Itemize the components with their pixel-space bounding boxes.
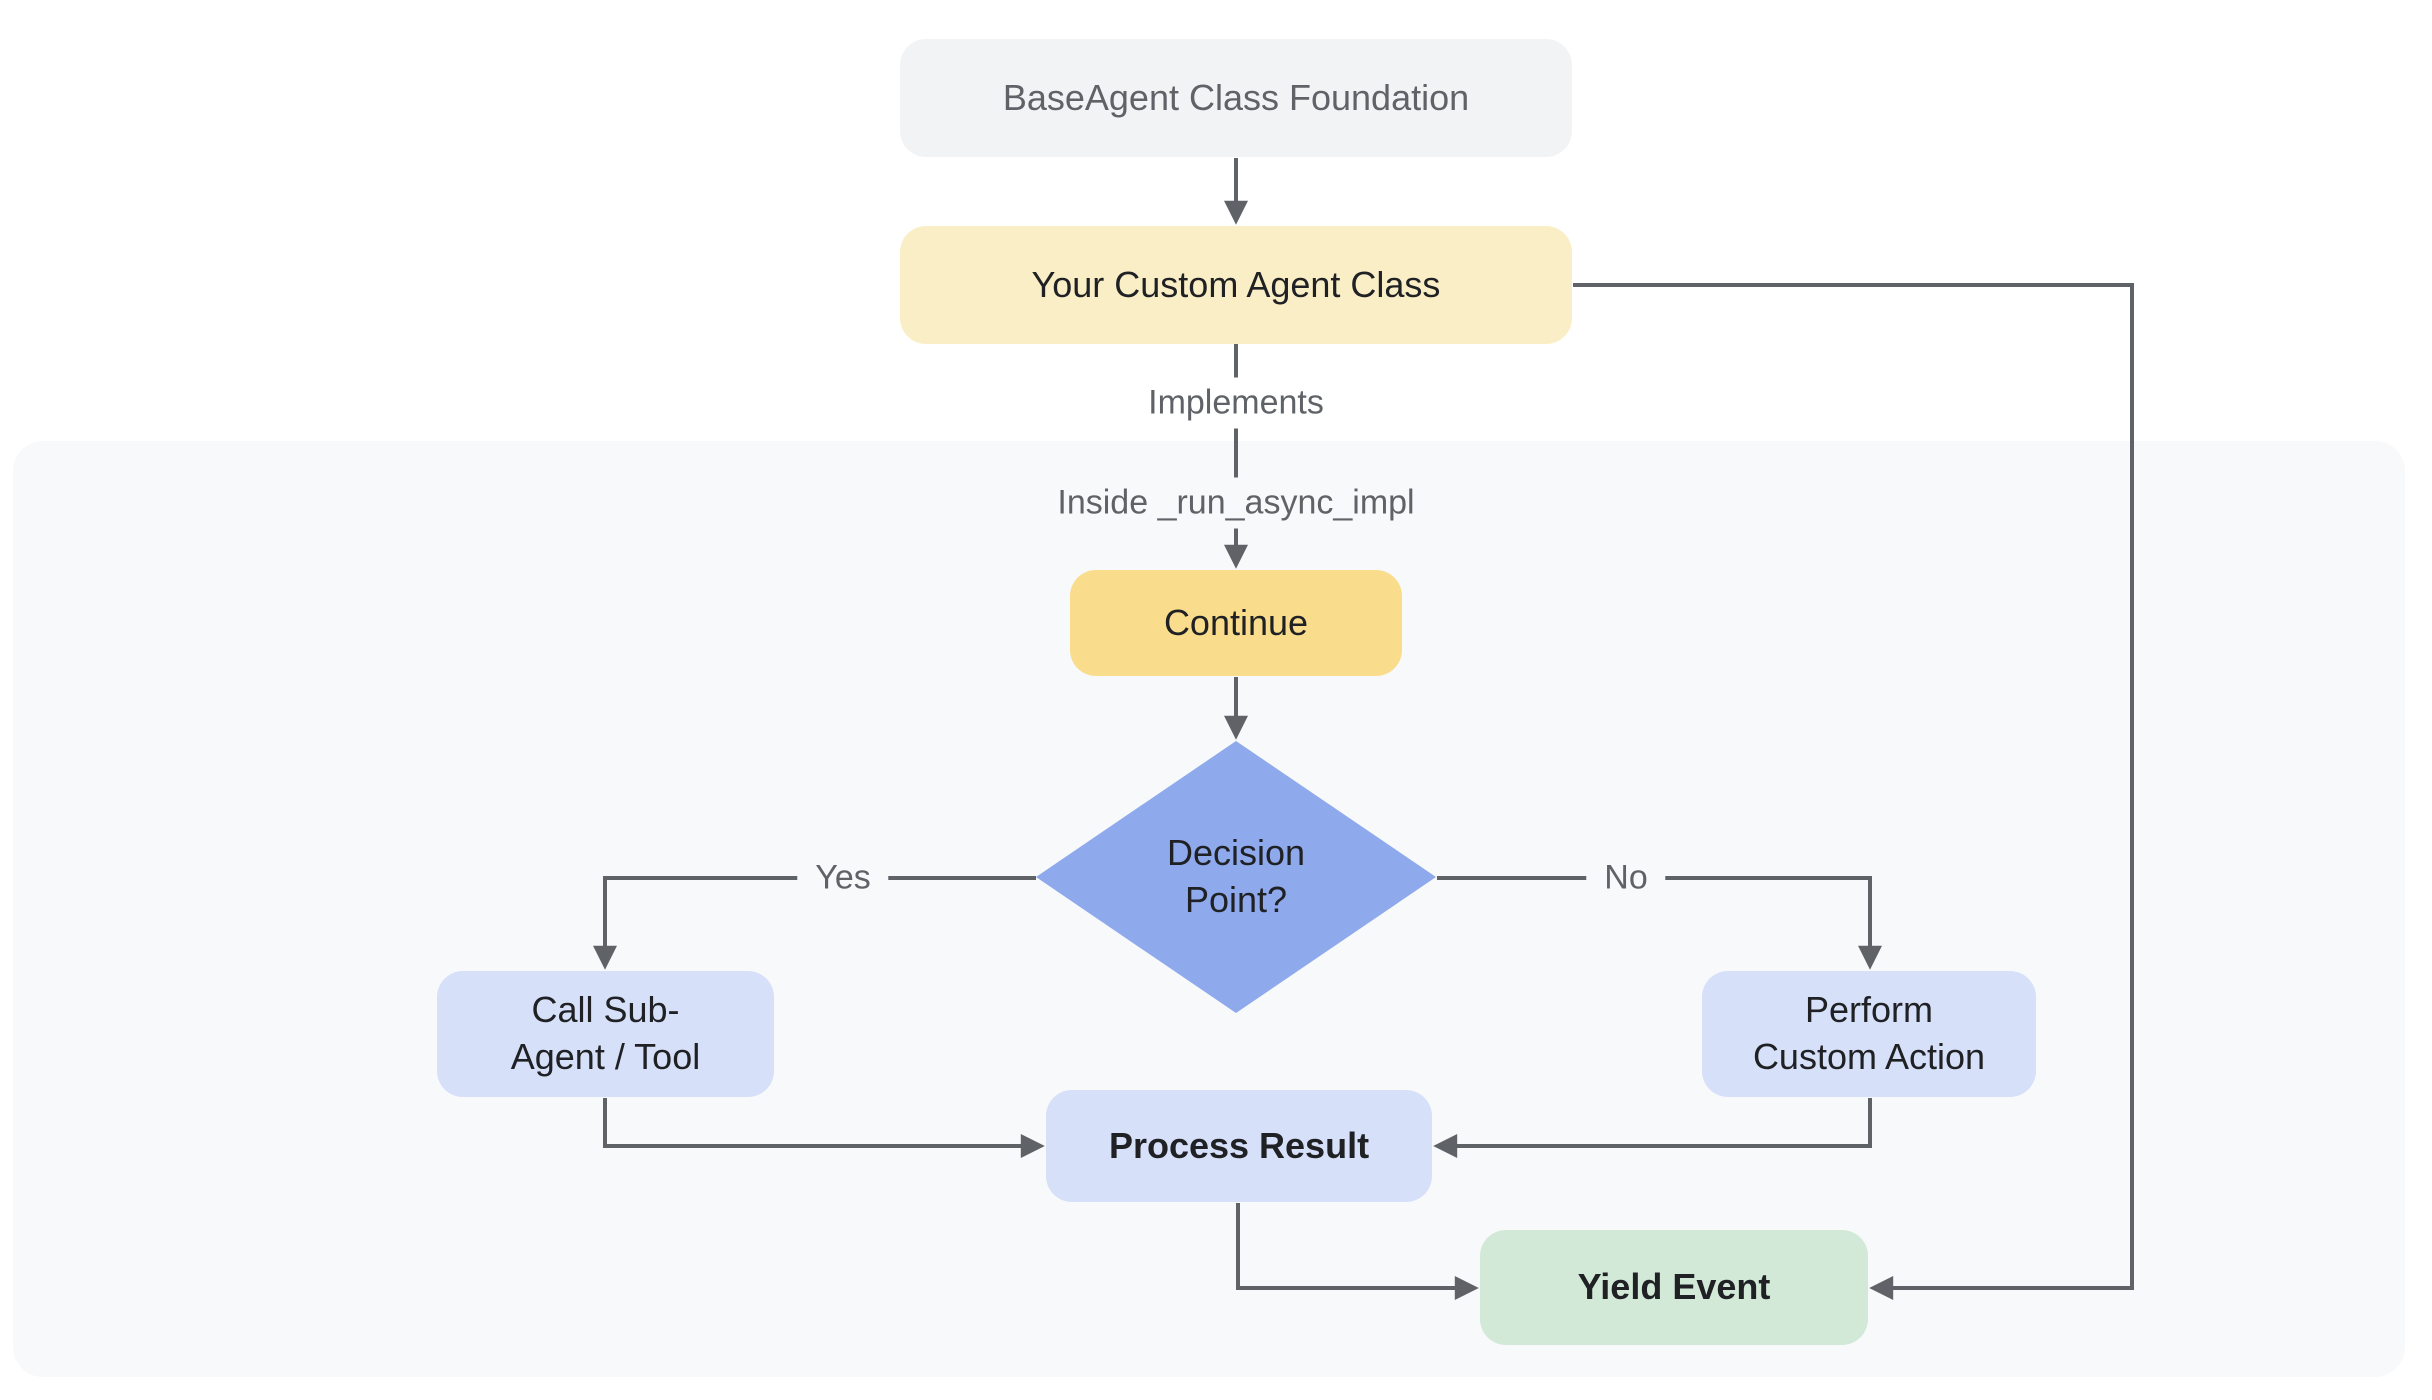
edge-perform-to-process bbox=[1433, 1098, 1872, 1158]
node-process-result: Process Result bbox=[1046, 1090, 1432, 1202]
node-continue: Continue bbox=[1070, 570, 1402, 676]
node-your-custom-agent-class: Your Custom Agent Class bbox=[900, 226, 1572, 344]
node-perform-custom-action: Perform Custom Action bbox=[1702, 971, 2036, 1097]
edge-custom-loop-to-yield bbox=[1573, 283, 2134, 1300]
node-call-sub-agent-tool: Call Sub- Agent / Tool bbox=[437, 971, 774, 1097]
edge-label-yes: Yes bbox=[797, 852, 889, 904]
edge-label-implements: Implements bbox=[1130, 377, 1342, 429]
edge-label-no: No bbox=[1586, 852, 1666, 904]
edge-process-to-yield bbox=[1236, 1203, 1479, 1300]
edge-decision-yes-to-callsub bbox=[593, 876, 1036, 970]
edge-decision-no-to-perform bbox=[1437, 876, 1882, 970]
node-yield-event: Yield Event bbox=[1480, 1230, 1868, 1345]
node-baseagent-class-foundation: BaseAgent Class Foundation bbox=[900, 39, 1572, 157]
edge-label-inside-run-async-impl: Inside _run_async_impl bbox=[1039, 477, 1433, 529]
edge-callsub-to-process bbox=[603, 1098, 1045, 1158]
